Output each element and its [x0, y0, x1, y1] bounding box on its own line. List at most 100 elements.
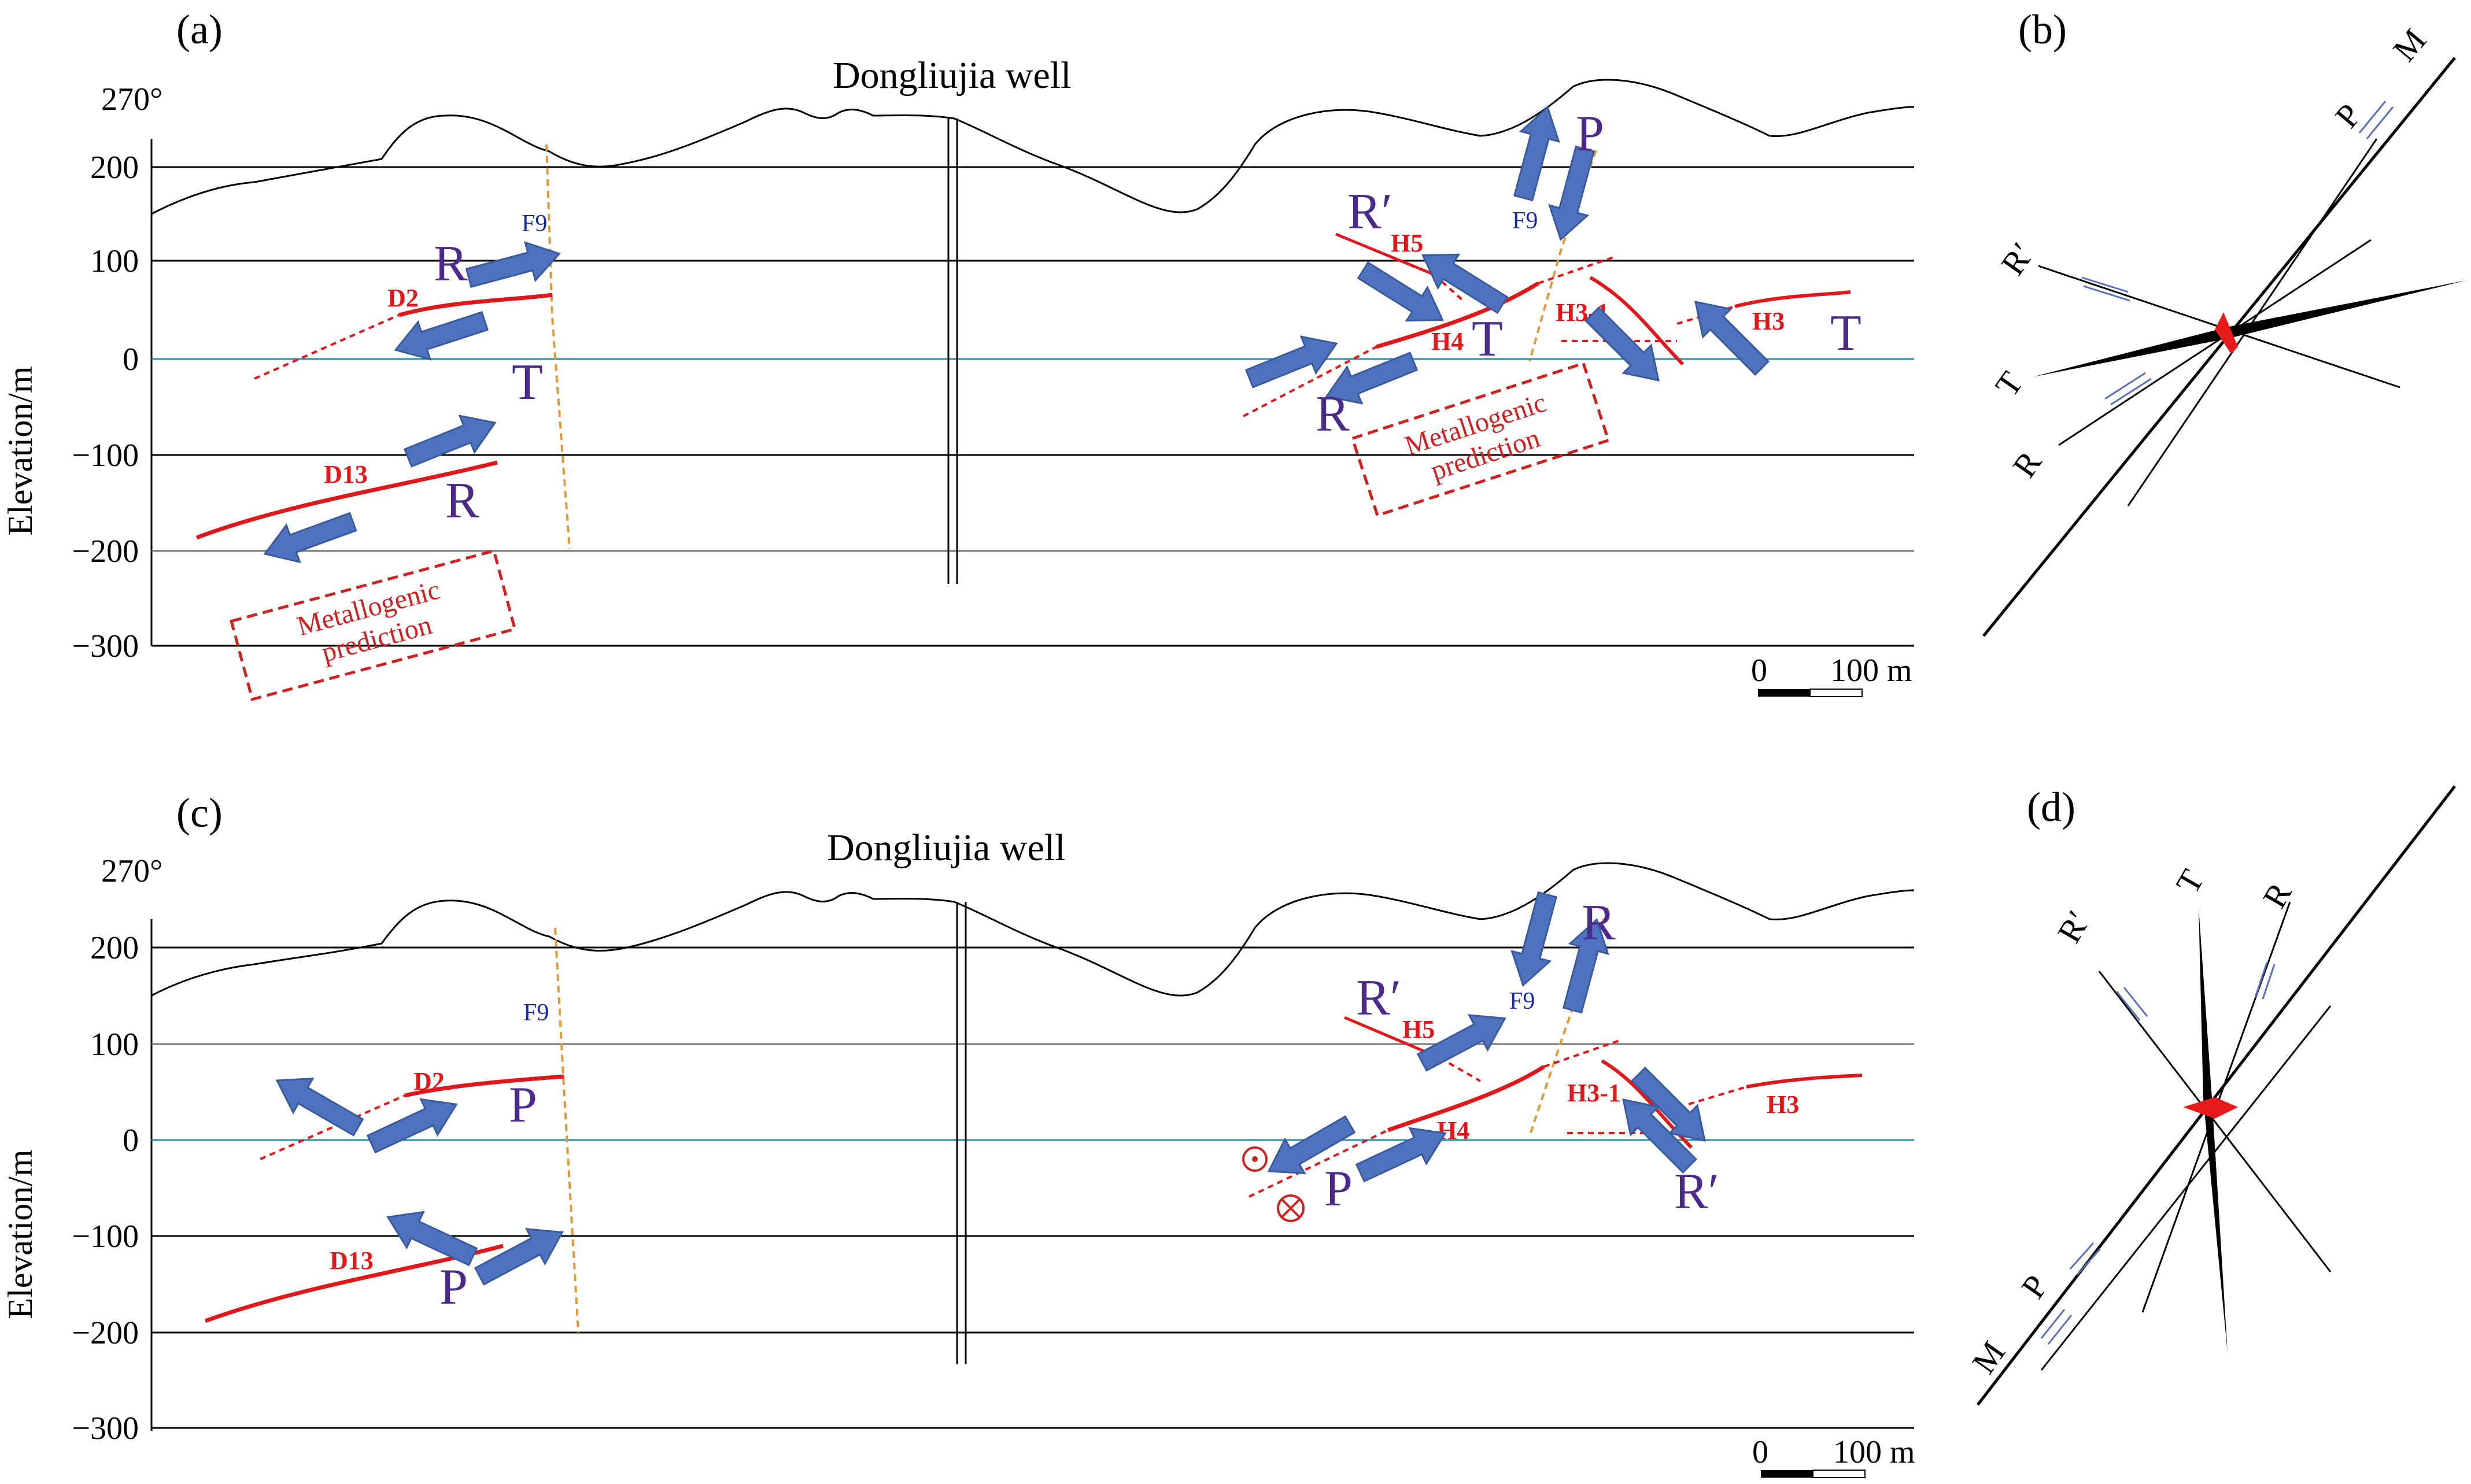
ore-label-h5: H5	[1402, 1015, 1435, 1043]
stress-label-p: P	[509, 1077, 537, 1133]
ore-extension	[1688, 1086, 1747, 1105]
azimuth-label: 270°	[101, 853, 162, 889]
well-label: Dongliujia well	[833, 54, 1071, 97]
ore-label-h4: H4	[1437, 1116, 1469, 1145]
ore-label-d2: D2	[413, 1067, 445, 1096]
scale-black-segment	[1758, 689, 1810, 697]
stress-label-r: R	[445, 473, 479, 529]
ore-body-h4	[1387, 1065, 1545, 1133]
fault-line-f9	[554, 927, 579, 1333]
stress-label-p: P	[1324, 1161, 1353, 1217]
panel-d-label: (d)	[2027, 784, 2075, 830]
tick-label: 0	[123, 342, 139, 378]
panel-a: (a) 270° Dongliujia well Elevation/m 200…	[1, 6, 1915, 701]
shear-sense-marks	[2081, 101, 2394, 406]
ore-extension	[1243, 346, 1377, 417]
rose-label-r: R	[2255, 876, 2299, 914]
rose-line-r-prime	[2098, 971, 2332, 1272]
rose-line-p	[2040, 1005, 2332, 1371]
rose-label-t: T	[1988, 365, 2030, 403]
panel-b: (b) M P R′ T R	[1982, 6, 2466, 637]
topography-line	[151, 79, 1915, 215]
ore-extension	[1433, 273, 1464, 302]
stress-label-r-prime: R′	[1674, 1164, 1719, 1220]
rose-label-r-prime: R′	[1993, 236, 2041, 282]
y-axis-title: Elevation/m	[1, 366, 39, 535]
tick-label: 100	[90, 1027, 139, 1063]
rose-line-m	[1977, 785, 2456, 1406]
tick-label: −300	[72, 1411, 139, 1446]
ore-extension	[1439, 1057, 1481, 1082]
ore-body-d2	[398, 293, 553, 317]
stress-arrow	[463, 234, 566, 298]
tick-label: 200	[90, 150, 139, 186]
stress-label-p: P	[1576, 106, 1604, 162]
tick-label: 200	[90, 930, 139, 966]
scale-zero: 0	[1751, 653, 1767, 689]
rose-center-marker	[2183, 1097, 2238, 1119]
ore-extension	[254, 314, 400, 380]
scale-zero: 0	[1752, 1434, 1768, 1470]
rose-line-t	[2033, 280, 2466, 377]
ore-label-h3-1: H3-1	[1567, 1079, 1621, 1107]
stress-label-r: R	[434, 236, 468, 292]
tick-label: −100	[72, 1219, 139, 1254]
topography-line	[151, 862, 1915, 997]
scale-bar: 0 100 m	[1752, 1434, 1915, 1478]
stress-label-r: R	[1316, 386, 1350, 442]
fault-line-f9	[545, 144, 571, 550]
into-plane-symbol	[1277, 1194, 1305, 1222]
tick-label: −300	[72, 628, 139, 664]
ore-extension	[1538, 256, 1614, 284]
stress-label-t: T	[512, 354, 543, 410]
metallogenic-prediction-box: Metallogenic prediction	[229, 549, 517, 701]
fault-label-f9: F9	[1512, 208, 1538, 234]
panel-b-label: (b)	[2018, 6, 2067, 53]
panel-c: (c) 270° Dongliujia well Elevation/m 200…	[1, 790, 1915, 1478]
panel-c-label: (c)	[176, 790, 223, 836]
prediction-box-outline	[1350, 361, 1611, 517]
stress-arrow	[1503, 101, 1568, 204]
prediction-box-outline	[229, 549, 517, 701]
tick-label: −200	[72, 534, 139, 569]
rose-label-t: T	[2169, 863, 2211, 900]
tick-label: 0	[123, 1123, 139, 1159]
ore-label-d13: D13	[330, 1246, 374, 1275]
stress-label-p: P	[439, 1259, 468, 1315]
ore-label-h5: H5	[1391, 229, 1423, 257]
ore-body-d13	[195, 460, 498, 540]
ore-label-d2: D2	[387, 284, 419, 312]
stress-arrow	[1577, 299, 1674, 395]
scale-white-segment	[1809, 689, 1863, 697]
tick-label: 100	[90, 243, 139, 279]
y-tick-labels: 200 100 0 −100 −200 −300	[72, 930, 139, 1446]
ore-body-h5	[1335, 232, 1435, 276]
ore-label-d13: D13	[324, 460, 368, 489]
panel-d: (d) R′ T R P M	[1964, 784, 2456, 1406]
rose-center-marker	[2215, 312, 2238, 354]
stress-rose-d: R′ T R P M	[1964, 785, 2456, 1406]
rose-label-r-prime: R′	[2050, 905, 2097, 949]
well-label: Dongliujia well	[827, 827, 1065, 869]
stress-label-r-prime: R′	[1356, 970, 1401, 1026]
metallogenic-prediction-box: Metallogenic prediction	[1350, 361, 1611, 517]
out-of-plane-symbol	[1242, 1146, 1268, 1172]
rose-label-r: R	[2005, 444, 2049, 484]
stress-rose-b: M P R′ T R	[1982, 21, 2466, 637]
tick-label: −100	[72, 438, 139, 473]
ore-body-h3	[1734, 290, 1851, 308]
rose-line-r	[2058, 239, 2372, 446]
ore-body-h3	[1746, 1074, 1863, 1089]
ore-extension	[260, 1094, 405, 1160]
scale-black-segment	[1761, 1470, 1813, 1478]
tick-label: −200	[72, 1315, 139, 1351]
ore-extension	[1543, 1039, 1620, 1068]
stress-label-t: T	[1472, 311, 1503, 367]
ore-body-d2	[404, 1074, 564, 1098]
y-tick-labels: 200 100 0 −100 −200 −300	[72, 150, 139, 664]
fault-label-f9: F9	[522, 210, 547, 237]
stress-arrow	[469, 1213, 572, 1295]
rose-line-m	[1982, 57, 2456, 637]
rose-label-m: M	[2385, 21, 2433, 68]
fault-label-f9: F9	[1509, 988, 1535, 1015]
